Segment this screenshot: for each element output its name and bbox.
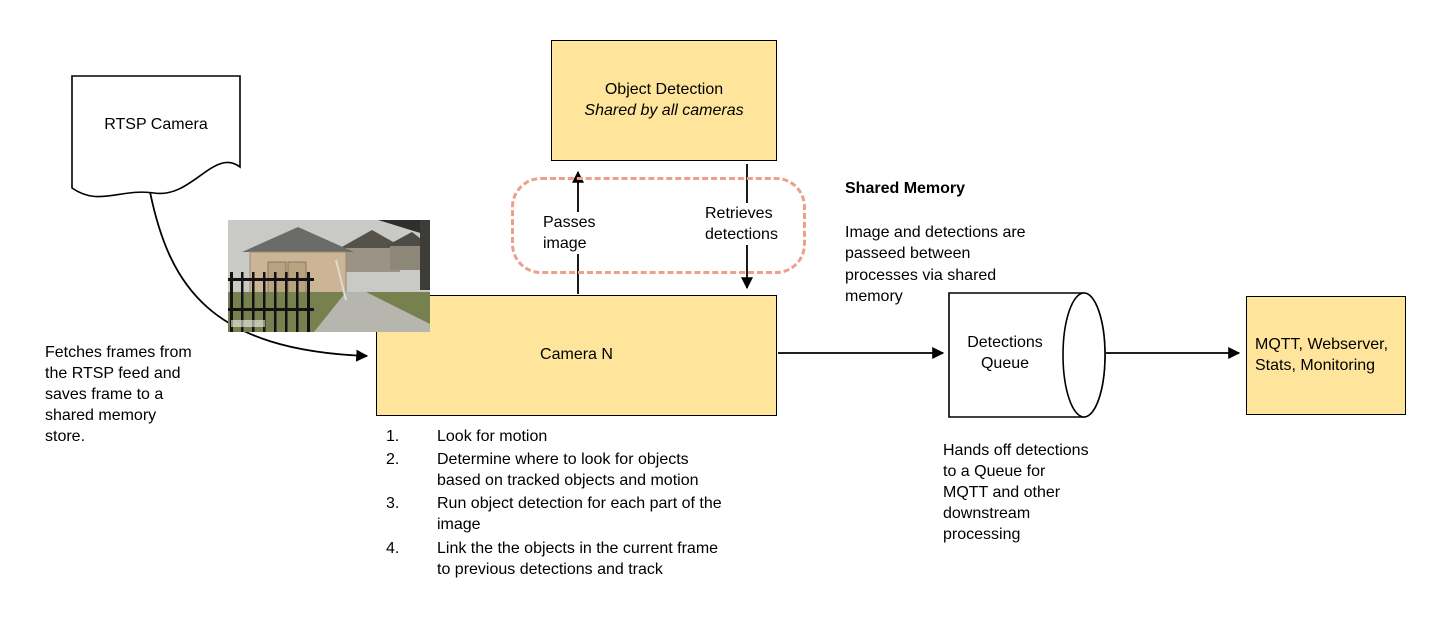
- object-detection-title: Object Detection: [604, 80, 724, 98]
- mqtt-sink-label: MQTT, Webserver, Stats, Monitoring: [1255, 335, 1389, 374]
- retrieves-detections-label: Retrieves detections: [703, 203, 780, 246]
- detections-queue-cylinder: [948, 292, 1106, 418]
- object-detection-node: Object Detection Shared by all cameras: [551, 40, 777, 161]
- camera-snapshot: [228, 220, 430, 332]
- shared-memory-title: Shared Memory: [845, 180, 966, 198]
- passes-image-label: Passes image: [541, 212, 598, 255]
- mqtt-sink-node: MQTT, Webserver, Stats, Monitoring: [1246, 296, 1406, 415]
- hands-off-note: Hands off detections to a Queue for MQTT…: [943, 442, 1089, 544]
- fetches-frames-note: Fetches frames from the RTSP feed and sa…: [45, 344, 192, 446]
- camera-snapshot-image: [228, 220, 430, 332]
- camera-step-item: Run object detection for each part of th…: [386, 493, 722, 534]
- rtsp-camera-label: RTSP Camera: [104, 116, 208, 133]
- camera-steps-list: Look for motion Determine where to look …: [383, 426, 755, 582]
- detections-queue-label: Detections Queue: [967, 334, 1043, 373]
- camera-step-item: Look for motion: [386, 426, 548, 447]
- object-detection-subtitle: Shared by all cameras: [584, 101, 744, 119]
- shared-memory-body: Image and detections are passeed between…: [845, 224, 1026, 305]
- shared-memory-region: [511, 177, 806, 274]
- rtsp-camera-shape: [71, 75, 241, 198]
- camera-step-item: Link the the objects in the current fram…: [386, 538, 719, 578]
- shared-memory-note: Shared Memory Image and detections are p…: [845, 157, 1060, 328]
- camera-step-item: Determine where to look for objects base…: [386, 449, 699, 490]
- camera-n-label: Camera N: [540, 346, 613, 364]
- arrow-rtsp-to-camera: [149, 191, 369, 362]
- camera-n-node: Camera N: [376, 295, 777, 416]
